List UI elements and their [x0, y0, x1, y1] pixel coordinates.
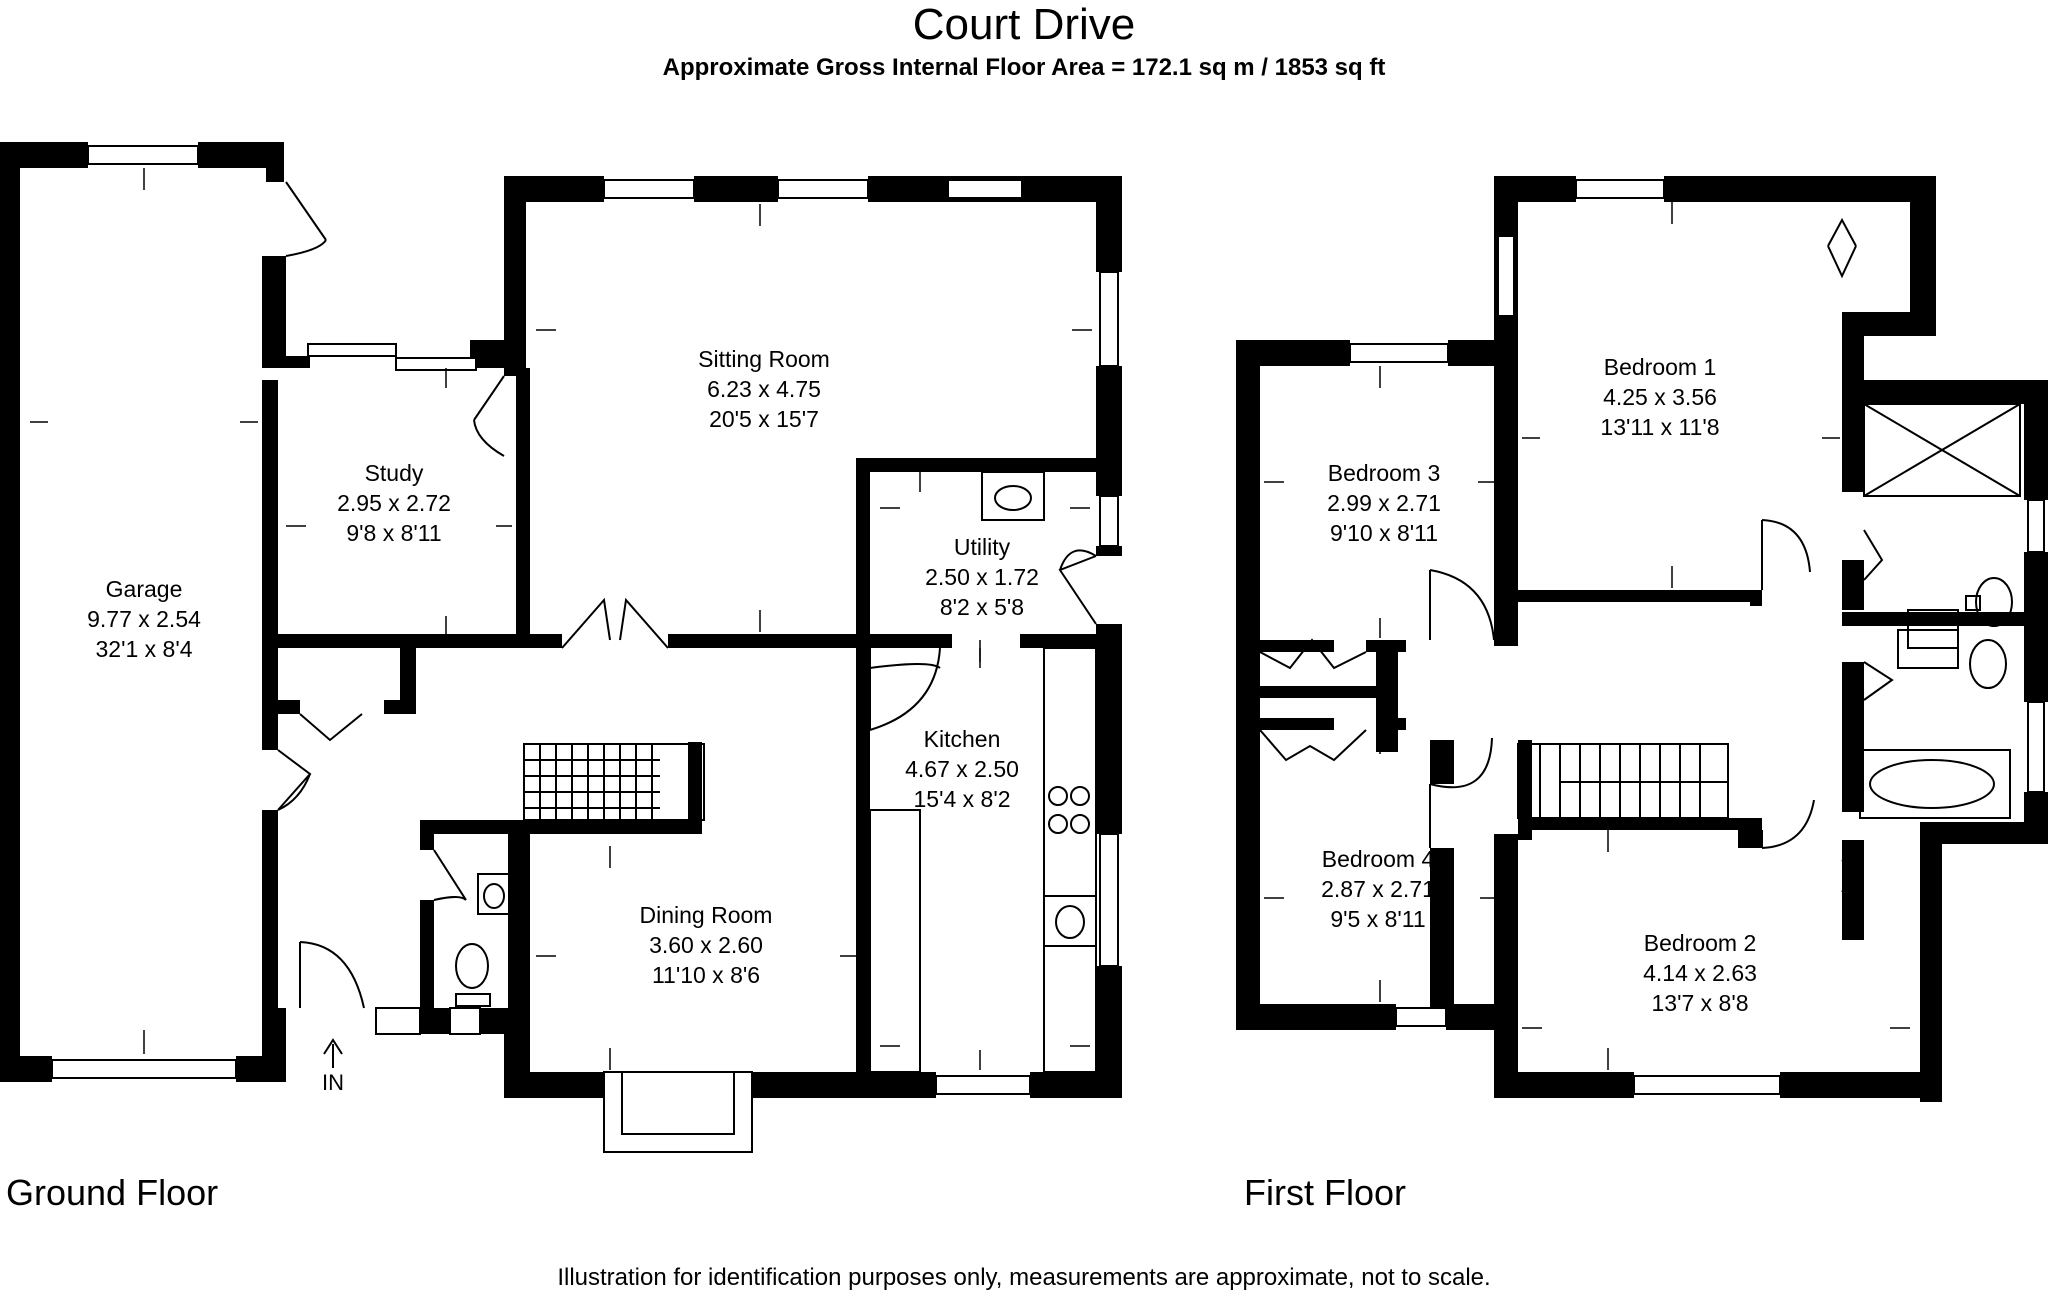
room-imperial: 32'1 x 8'4	[95, 636, 193, 662]
room-bedroom-2: Bedroom 2 4.14 x 2.63 13'7 x 8'8	[1643, 928, 1757, 1018]
room-name: Bedroom 3	[1327, 460, 1441, 486]
room-name: Kitchen	[923, 726, 1001, 752]
room-metric: 3.60 x 2.60	[649, 932, 763, 958]
room-imperial: 9'8 x 8'11	[346, 520, 442, 546]
room-metric: 6.23 x 4.75	[707, 376, 821, 402]
entrance-arrow-icon	[323, 1038, 343, 1068]
ground-floor-label: Ground Floor	[6, 1172, 219, 1213]
walls	[0, 142, 2048, 1102]
room-bedroom-3: Bedroom 3 2.99 x 2.71 9'10 x 8'11	[1327, 458, 1441, 548]
room-name: Bedroom 1	[1603, 354, 1717, 380]
entrance-label: IN	[322, 1070, 344, 1095]
room-bedroom-1: Bedroom 1 4.25 x 3.56 13'11 x 11'8	[1600, 352, 1719, 442]
first-floor-label: First Floor	[1244, 1172, 1406, 1213]
room-name: Bedroom 2	[1643, 930, 1757, 956]
room-imperial: 8'2 x 5'8	[939, 594, 1025, 620]
room-garage: Garage 9.77 x 2.54 32'1 x 8'4	[87, 574, 201, 664]
room-name: Utility	[953, 534, 1011, 560]
room-imperial: 11'10 x 8'6	[651, 962, 761, 988]
room-bedroom-4: Bedroom 4 2.87 x 2.71 9'5 x 8'11	[1321, 844, 1435, 934]
room-metric: 2.99 x 2.71	[1327, 490, 1441, 516]
room-utility: Utility 2.50 x 1.72 8'2 x 5'8	[925, 532, 1039, 622]
dimension-arrows	[30, 168, 1910, 1070]
room-dining-room: Dining Room 3.60 x 2.60 11'10 x 8'6	[640, 900, 773, 990]
floor-area-subtitle: Approximate Gross Internal Floor Area = …	[662, 54, 1386, 81]
page-title: Court Drive	[912, 0, 1136, 49]
room-metric: 4.67 x 2.50	[905, 756, 1019, 782]
disclaimer: Illustration for identification purposes…	[557, 1264, 1491, 1291]
room-name: Bedroom 4	[1321, 846, 1435, 872]
room-imperial: 13'7 x 8'8	[1651, 990, 1749, 1016]
windows	[51, 145, 2045, 1153]
room-imperial: 9'5 x 8'11	[1330, 906, 1426, 932]
room-imperial: 9'10 x 8'11	[1329, 520, 1439, 546]
room-imperial: 13'11 x 11'8	[1600, 414, 1720, 440]
room-metric: 9.77 x 2.54	[87, 606, 201, 632]
room-study: Study 2.95 x 2.72 9'8 x 8'11	[337, 458, 451, 548]
room-name: Study	[364, 460, 424, 486]
fixtures	[455, 403, 2021, 1073]
room-name: Garage	[105, 576, 183, 602]
room-metric: 2.87 x 2.71	[1321, 876, 1435, 902]
room-imperial: 20'5 x 15'7	[709, 406, 819, 432]
room-name: Sitting Room	[698, 346, 830, 372]
doors	[277, 181, 1894, 1009]
room-kitchen: Kitchen 4.67 x 2.50 15'4 x 8'2	[905, 724, 1019, 814]
room-metric: 4.14 x 2.63	[1643, 960, 1757, 986]
room-name: Dining Room	[639, 902, 773, 928]
room-sitting-room: Sitting Room 6.23 x 4.75 20'5 x 15'7	[698, 344, 830, 434]
stairs	[523, 743, 1729, 821]
room-imperial: 15'4 x 8'2	[913, 786, 1011, 812]
room-metric: 2.95 x 2.72	[337, 490, 451, 516]
room-metric: 2.50 x 1.72	[925, 564, 1039, 590]
room-metric: 4.25 x 3.56	[1603, 384, 1717, 410]
